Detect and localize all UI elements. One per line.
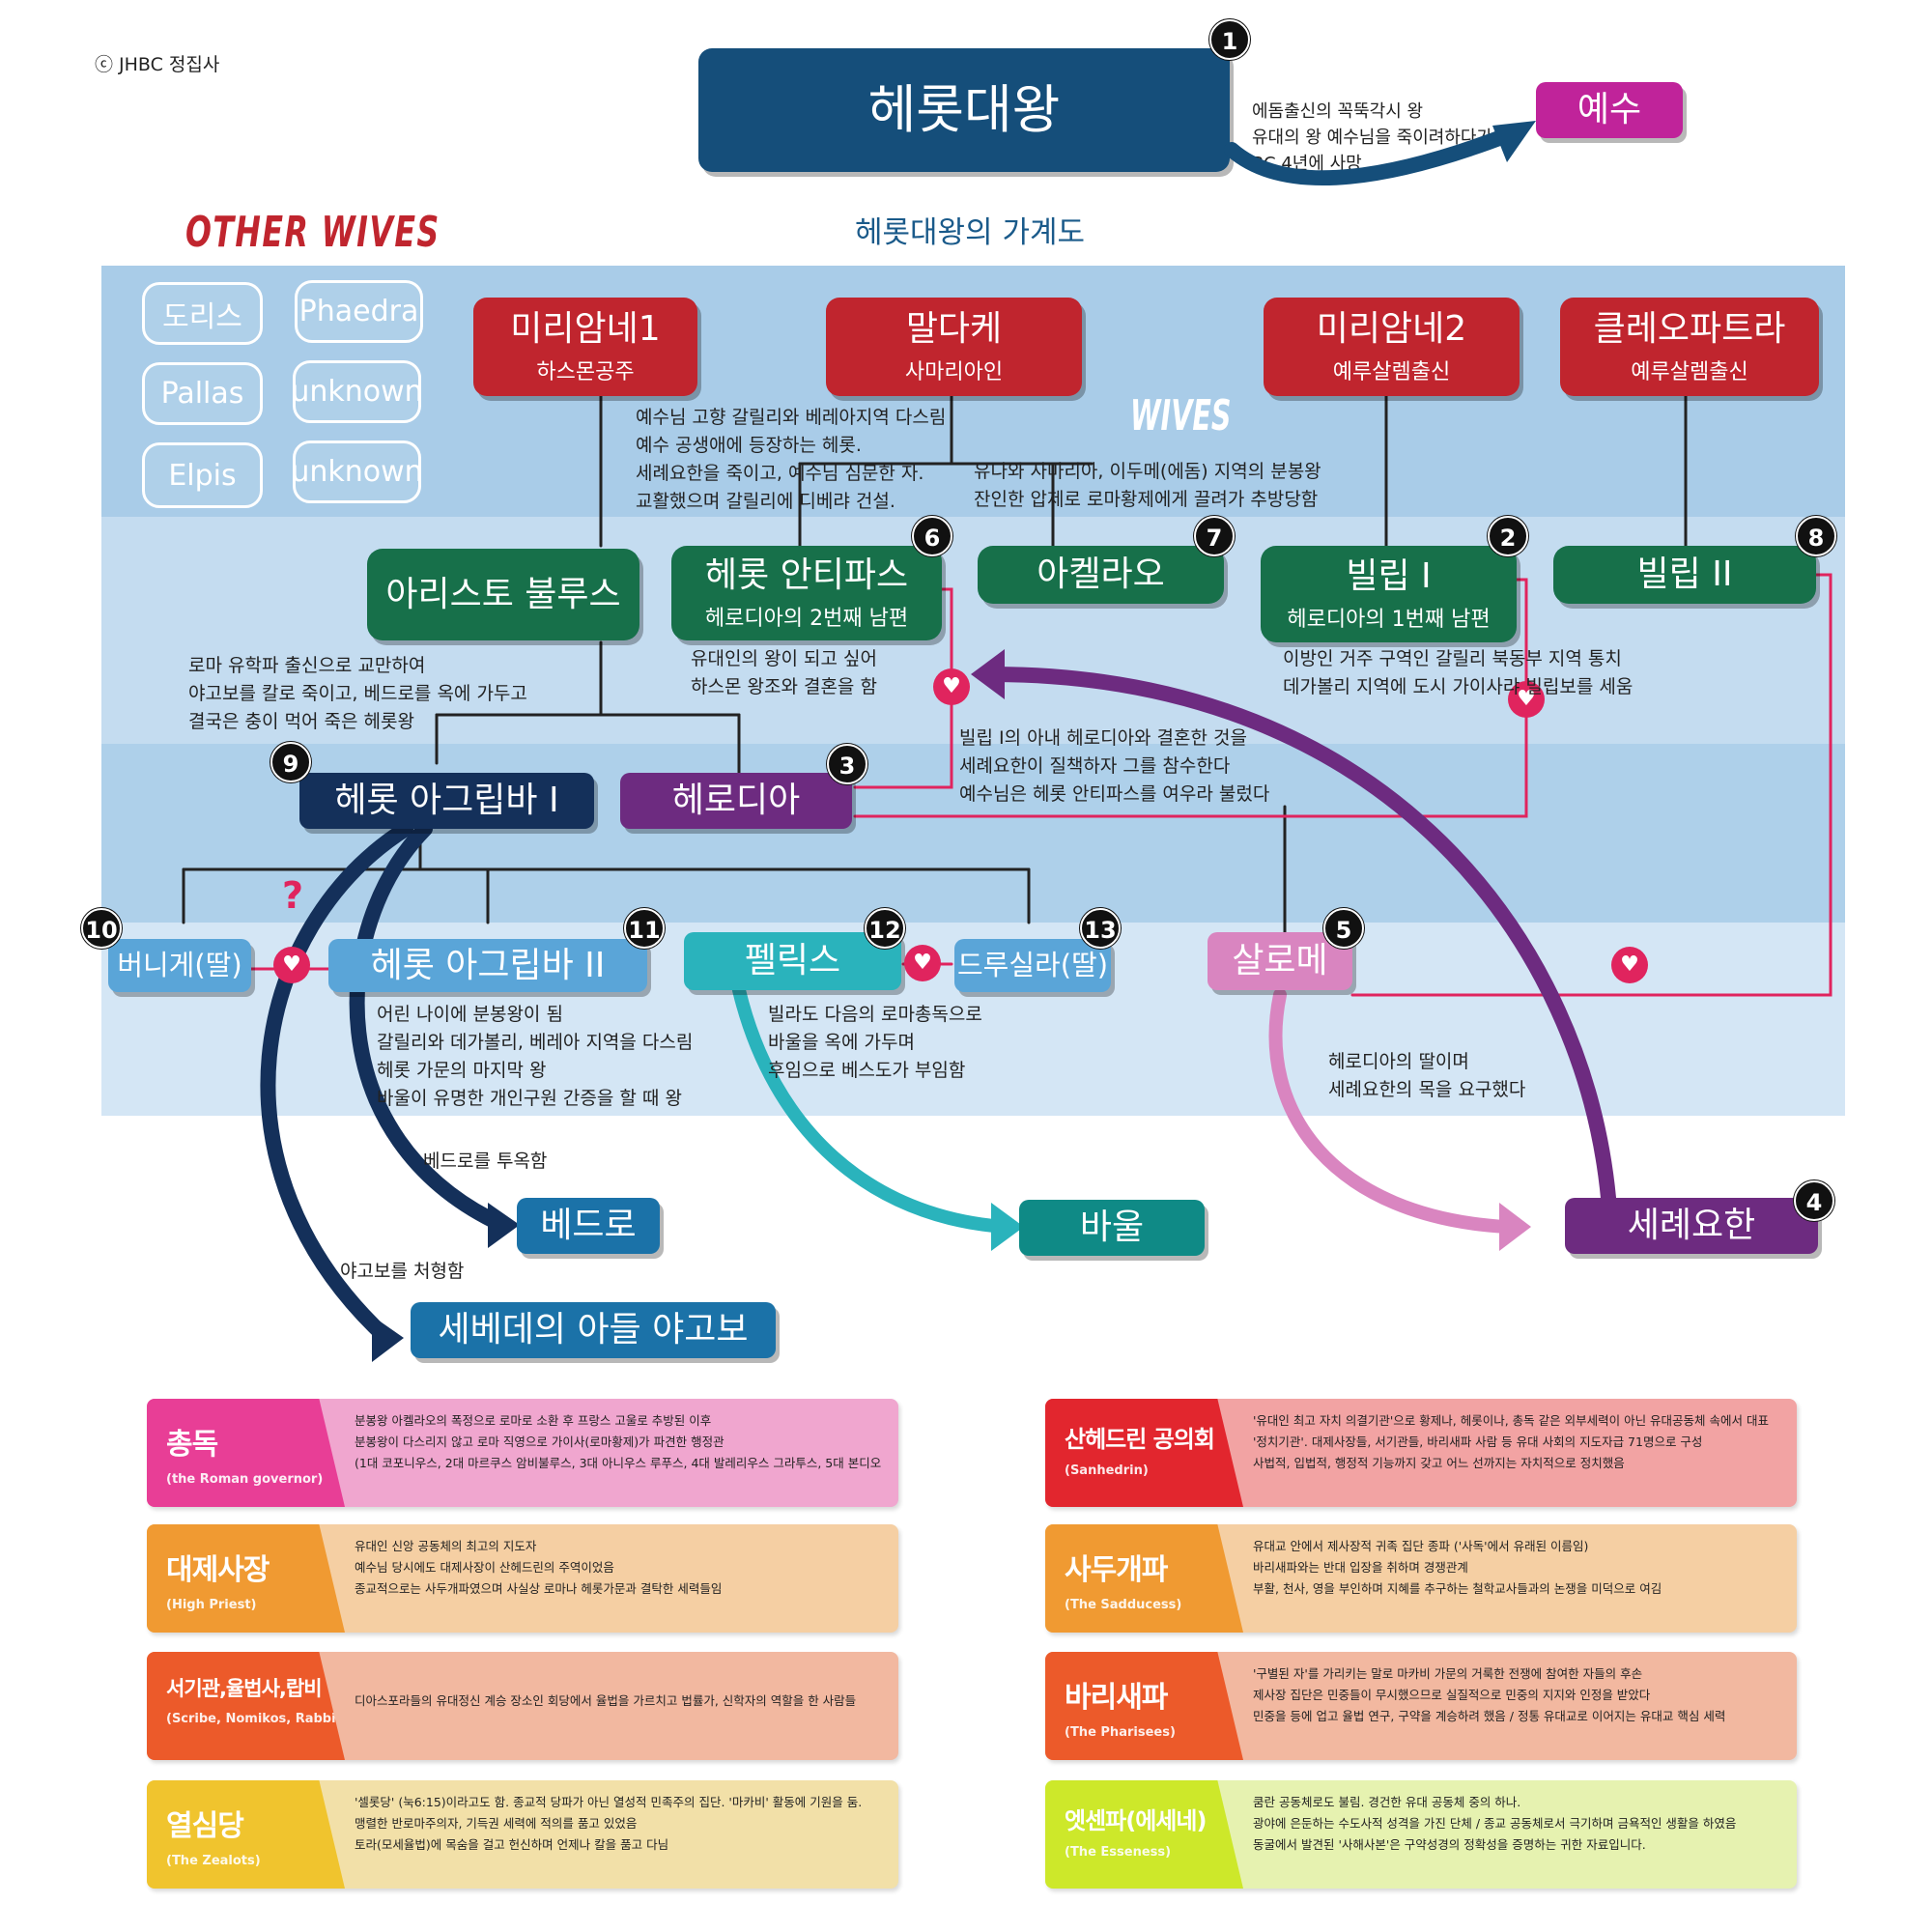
section-sanhedrin-tab: 산헤드린 공의회(Sanhedrin) xyxy=(1045,1399,1243,1507)
num-badge-5: 5 xyxy=(1323,908,1364,949)
section-pharisees[interactable]: 바리새파(The Pharisees) '구별된 자'를 가리키는 말로 마카비… xyxy=(1045,1652,1797,1760)
num-badge-13: 13 xyxy=(1080,908,1121,949)
other-wife-doris[interactable]: 도리스 xyxy=(142,282,263,345)
num-badge-4: 4 xyxy=(1794,1180,1834,1221)
section-scribe[interactable]: 서기관,율법사,랍비(Scribe, Nomikos, Rabbi) 디아스포라… xyxy=(147,1652,898,1760)
section-zealots[interactable]: 열심당(The Zealots) '셀롯당' (눅6:15)이라고도 함. 종교… xyxy=(147,1780,898,1889)
paul-box[interactable]: 바울 xyxy=(1019,1200,1205,1256)
herod-great-box[interactable]: 헤롯대왕 xyxy=(698,48,1230,172)
section-governor[interactable]: 총독(the Roman governor) 분봉왕 아켈라오의 폭정으로 로마… xyxy=(147,1399,898,1507)
arrow-label-james: 야고보를 처형함 xyxy=(340,1261,465,1282)
other-wives-label: OTHER WIVES xyxy=(185,208,440,257)
section-scribe-tab: 서기관,율법사,랍비(Scribe, Nomikos, Rabbi) xyxy=(147,1652,345,1760)
drusilla-box[interactable]: 드루실라(딸) xyxy=(954,939,1111,992)
arrow-label-peter: 베드로를 투옥함 xyxy=(423,1151,548,1172)
section-zealots-desc: '셀롯당' (눅6:15)이라고도 함. 종교적 당파가 아닌 열성적 민족주의… xyxy=(355,1795,863,1852)
john-baptist-box[interactable]: 세례요한 xyxy=(1565,1198,1818,1254)
other-wife-pallas[interactable]: Pallas xyxy=(142,362,263,425)
section-zealots-tab: 열심당(The Zealots) xyxy=(147,1780,345,1889)
num-badge-1: 1 xyxy=(1209,19,1250,60)
son-philip2[interactable]: 빌립 II xyxy=(1553,546,1816,604)
section-pharisees-desc: '구별된 자'를 가리키는 말로 마카비 가문의 거룩한 전쟁에 참여한 자들의… xyxy=(1253,1666,1726,1723)
son-aristobulus[interactable]: 아리스토 불루스 xyxy=(367,549,639,640)
section-sanhedrin[interactable]: 산헤드린 공의회(Sanhedrin) '유대인 최고 자치 의결기관'으로 황… xyxy=(1045,1399,1797,1507)
felix-box[interactable]: 펠릭스 xyxy=(684,932,901,990)
heart-felix-drusilla: ♥ xyxy=(904,945,941,981)
section-essenes[interactable]: 엣센파(에세네)(The Esseness) 쿰란 공동체로도 불림. 경건한 … xyxy=(1045,1780,1797,1889)
copyright: ⓒ JHBC 정집사 xyxy=(95,54,220,75)
agrippa1-box[interactable]: 헤롯 아그립바 I xyxy=(299,773,594,829)
section-pharisees-tab: 바리새파(The Pharisees) xyxy=(1045,1652,1243,1760)
bernice-box[interactable]: 버니게(딸) xyxy=(108,939,251,992)
peter-box[interactable]: 베드로 xyxy=(517,1198,660,1254)
other-wife-unknown-2[interactable]: unknown xyxy=(291,440,423,503)
heart-bernice-agrippa2: ♥ xyxy=(273,947,310,983)
herod-great-name: 헤롯대왕 xyxy=(867,78,1061,140)
section-high-priest-tab: 대제사장(High Priest) xyxy=(147,1524,345,1633)
num-badge-8: 8 xyxy=(1796,516,1836,556)
num-badge-6: 6 xyxy=(912,516,952,556)
section-essenes-desc: 쿰란 공동체로도 불림. 경건한 유대 공동체 중의 하나.광야에 은둔하는 수… xyxy=(1253,1795,1737,1852)
num-badge-9: 9 xyxy=(270,742,311,782)
section-governor-tab: 총독(the Roman governor) xyxy=(147,1399,345,1507)
chart-title: 헤롯대왕의 가계도 xyxy=(855,215,1086,250)
num-badge-12: 12 xyxy=(865,908,905,949)
num-badge-11: 11 xyxy=(624,908,665,949)
jesus-box[interactable]: 예수 xyxy=(1536,82,1683,138)
section-scribe-desc: 디아스포라들의 유대정신 계승 장소인 회당에서 율법을 가르치고 법률가, 신… xyxy=(355,1693,857,1708)
heart-antipas-herodias: ♥ xyxy=(933,668,970,705)
heart-salome-philip2: ♥ xyxy=(1611,947,1648,983)
other-wife-unknown-1[interactable]: unknown xyxy=(291,360,423,423)
other-wife-phaedra[interactable]: Phaedra xyxy=(295,280,423,343)
other-wife-elpis[interactable]: Elpis xyxy=(142,442,263,508)
wives-label: WIVES xyxy=(1130,391,1232,440)
jesus-label: 예수 xyxy=(1577,90,1642,130)
section-sadducees[interactable]: 사두개파(The Sadducess) 유대교 안에서 제사장적 귀족 집단 종… xyxy=(1045,1524,1797,1633)
james-box[interactable]: 세베데의 아들 야고보 xyxy=(411,1302,776,1358)
section-sadducees-desc: 유대교 안에서 제사장적 귀족 집단 종파 ('사독'에서 유래된 이름임)바리… xyxy=(1253,1539,1662,1596)
section-sadducees-tab: 사두개파(The Sadducess) xyxy=(1045,1524,1243,1633)
section-essenes-tab: 엣센파(에세네)(The Esseness) xyxy=(1045,1780,1243,1889)
num-badge-7: 7 xyxy=(1194,516,1235,556)
num-badge-10: 10 xyxy=(81,908,122,949)
herodias-box[interactable]: 헤로디아 xyxy=(620,773,852,829)
heart-philip1-herodias: ♥ xyxy=(1508,681,1545,718)
agrippa2-box[interactable]: 헤롯 아그립바 II xyxy=(328,939,647,992)
question-mark: ? xyxy=(282,874,304,917)
son-archelaus[interactable]: 아켈라오 xyxy=(978,546,1224,604)
num-badge-2: 2 xyxy=(1488,516,1528,556)
num-badge-3: 3 xyxy=(827,744,867,784)
section-sanhedrin-desc: '유대인 최고 자치 의결기관'으로 황제나, 헤롯이나, 총독 같은 외부세력… xyxy=(1253,1413,1770,1470)
